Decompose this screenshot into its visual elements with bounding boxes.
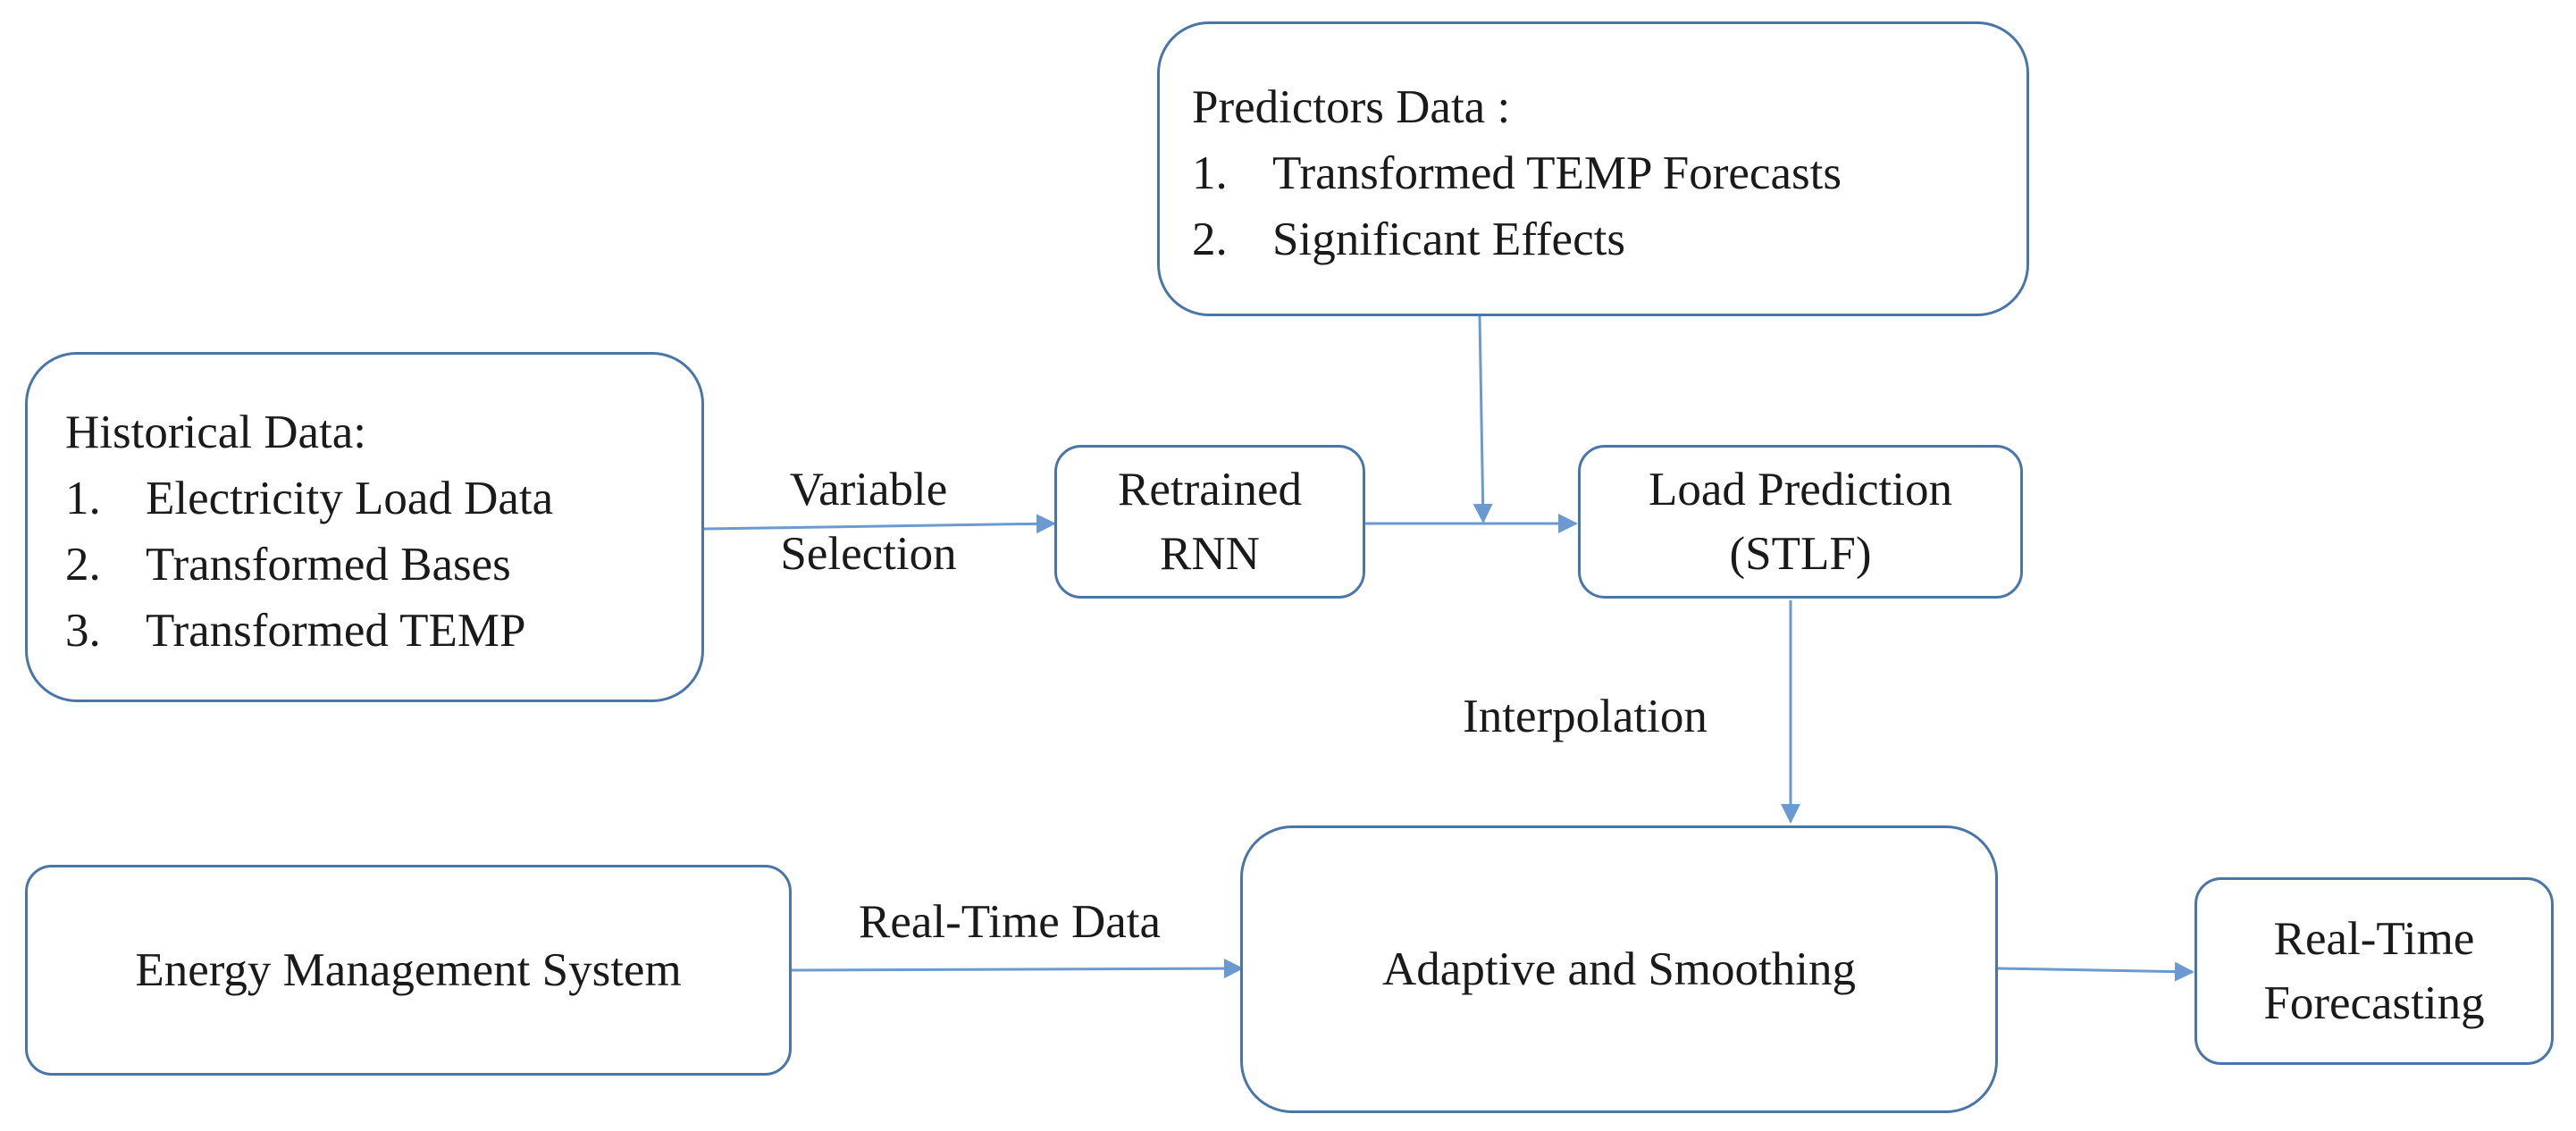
- retrained-rnn-line2: RNN: [1160, 528, 1260, 580]
- retrained-rnn-box: Retrained RNN: [1054, 445, 1365, 599]
- historical-item-text: Electricity Load Data: [146, 473, 554, 524]
- real-time-forecasting-line2: Forecasting: [2263, 977, 2485, 1029]
- predictors-data-box: Predictors Data : 1. Transformed TEMP Fo…: [1157, 21, 2029, 316]
- predictors-data-content: Predictors Data : 1. Transformed TEMP Fo…: [1192, 74, 1842, 272]
- interpolation-label: Interpolation: [1463, 691, 1708, 742]
- historical-item-number: 3.: [65, 605, 101, 657]
- arrow-ems-to-adaptive: [791, 959, 1244, 979]
- energy-management-system-box: Energy Management System: [25, 865, 792, 1076]
- predictors-item: 1. Transformed TEMP Forecasts: [1192, 140, 1842, 206]
- predictors-item-text: Significant Effects: [1272, 214, 1625, 265]
- variable-selection-label: Variable Selection: [752, 457, 985, 586]
- historical-data-content: Historical Data: 1. Electricity Load Dat…: [65, 399, 553, 664]
- energy-management-system-label: Energy Management System: [135, 944, 682, 996]
- historical-item-number: 2.: [65, 539, 101, 591]
- load-prediction-box: Load Prediction (STLF): [1578, 445, 2023, 599]
- adaptive-smoothing-box: Adaptive and Smoothing: [1240, 825, 1998, 1113]
- variable-selection-line2: Selection: [780, 528, 957, 580]
- predictors-item-text: Transformed TEMP Forecasts: [1272, 147, 1842, 199]
- predictors-item: 2. Significant Effects: [1192, 206, 1842, 272]
- load-prediction-line2: (STLF): [1729, 528, 1872, 580]
- arrow-adaptive-to-forecasting: [1997, 961, 2194, 982]
- historical-item-text: Transformed TEMP: [146, 605, 526, 657]
- real-time-forecasting-box: Real-Time Forecasting: [2194, 877, 2554, 1065]
- historical-item-text: Transformed Bases: [146, 539, 511, 591]
- real-time-data-label: Real-Time Data: [858, 896, 1162, 948]
- historical-item: 1. Electricity Load Data: [65, 465, 553, 532]
- variable-selection-line1: Variable: [789, 464, 948, 515]
- predictors-item-number: 2.: [1192, 214, 1228, 265]
- historical-item: 3. Transformed TEMP: [65, 598, 553, 664]
- adaptive-smoothing-label: Adaptive and Smoothing: [1382, 943, 1856, 995]
- predictors-title: Predictors Data :: [1192, 81, 1511, 133]
- retrained-rnn-line1: Retrained: [1117, 464, 1303, 515]
- historical-item-number: 1.: [65, 473, 101, 524]
- real-time-forecasting-line1: Real-Time: [2273, 913, 2475, 965]
- historical-title: Historical Data:: [65, 406, 367, 458]
- historical-data-box: Historical Data: 1. Electricity Load Dat…: [25, 352, 704, 702]
- arrow-predictors-down: [1473, 315, 1493, 524]
- predictors-item-number: 1.: [1192, 147, 1228, 199]
- historical-item: 2. Transformed Bases: [65, 532, 553, 598]
- arrow-historical-to-rnn: [703, 514, 1056, 534]
- load-prediction-line1: Load Prediction: [1649, 464, 1952, 515]
